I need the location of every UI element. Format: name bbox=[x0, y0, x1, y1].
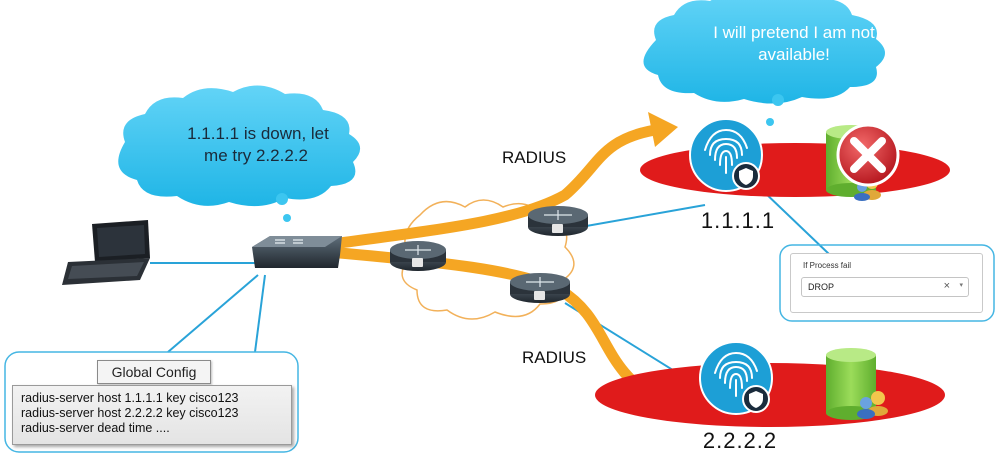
radius-arrows bbox=[334, 124, 666, 406]
database-icon bbox=[826, 348, 876, 420]
process-fail-select[interactable]: DROP × ▾ bbox=[801, 277, 969, 297]
primary-server-ip: 1.1.1.1 bbox=[701, 208, 775, 233]
process-fail-value: DROP bbox=[808, 282, 835, 292]
radius-label-top: RADIUS bbox=[502, 148, 566, 167]
radius-label-bottom: RADIUS bbox=[522, 348, 586, 367]
fingerprint-ise-icon bbox=[689, 118, 763, 192]
router-icon bbox=[528, 206, 588, 236]
red-x-failure-icon bbox=[836, 123, 900, 187]
right-thought-line-2: available! bbox=[758, 45, 830, 64]
users-icon bbox=[857, 391, 888, 419]
primary-server-ellipse bbox=[640, 143, 950, 197]
chevron-down-icon[interactable]: ▾ bbox=[959, 282, 963, 289]
config-line: radius-server host 2.2.2.2 key cisco123 bbox=[21, 406, 239, 420]
router-icon bbox=[390, 241, 446, 271]
switch-icon bbox=[252, 236, 342, 268]
left-thought-cloud bbox=[118, 85, 361, 222]
global-config-box: radius-server host 1.1.1.1 key cisco123 … bbox=[12, 385, 292, 445]
fingerprint-ise-icon bbox=[699, 341, 773, 415]
left-thought-line-2: me try 2.2.2.2 bbox=[204, 146, 308, 165]
clear-icon[interactable]: × bbox=[943, 280, 950, 292]
process-fail-panel: If Process fail DROP × ▾ bbox=[790, 253, 983, 313]
global-config-callout bbox=[4, 351, 299, 453]
global-config-title: Global Config bbox=[97, 360, 211, 384]
config-line: radius-server host 1.1.1.1 key cisco123 bbox=[21, 391, 239, 405]
router-icon bbox=[510, 273, 570, 303]
right-thought-line-1: I will pretend I am not bbox=[713, 23, 875, 42]
process-fail-callout bbox=[779, 244, 995, 322]
laptop-icon bbox=[62, 220, 150, 285]
config-line: radius-server dead time .... bbox=[21, 421, 170, 435]
secondary-server-ip: 2.2.2.2 bbox=[703, 428, 777, 453]
left-thought-line-1: 1.1.1.1 is down, let bbox=[187, 124, 329, 143]
process-fail-label: If Process fail bbox=[803, 261, 852, 270]
right-thought-cloud bbox=[643, 0, 885, 126]
